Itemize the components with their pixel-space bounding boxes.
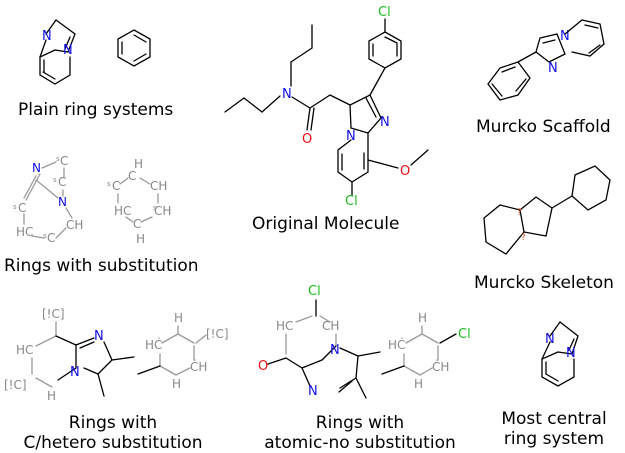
svg-text:s: s — [153, 204, 157, 212]
svg-text:CH: CH — [66, 218, 83, 232]
svg-text:O: O — [258, 359, 268, 374]
atomic-no-benzene: H Cl HĊ ĊH H — [381, 311, 471, 391]
svg-text:N: N — [63, 43, 73, 58]
svg-text:N: N — [330, 343, 340, 358]
caption-most-central-line2: ring system — [503, 429, 605, 449]
caption-rings-atomic-no: Rings with atomic-no substitution — [244, 413, 476, 453]
svg-text:H: H — [414, 377, 423, 391]
svg-text:N: N — [42, 29, 52, 44]
svg-text:Cl: Cl — [378, 5, 391, 20]
svg-text:H: H — [136, 232, 145, 246]
svg-text:ĊH: ĊH — [190, 358, 207, 374]
caption-murcko-skeleton: Murcko Skeleton — [474, 273, 614, 293]
caption-most-central: Most central ring system — [494, 409, 614, 449]
svg-text:C: C — [58, 175, 66, 189]
svg-text:C: C — [18, 201, 26, 215]
svg-text:s: s — [13, 203, 17, 211]
svg-text:s: s — [43, 232, 47, 240]
caption-rings-c-hetero: Rings with C/hetero substitution — [6, 413, 220, 453]
caption-rings-atomic-no-line2: atomic-no substitution — [264, 433, 456, 453]
svg-text:CH: CH — [322, 319, 339, 333]
caption-rings-with-substitution: Rings with substitution — [4, 256, 199, 276]
svg-text:H: H — [174, 311, 183, 325]
svg-text:N: N — [282, 87, 292, 102]
murcko-skeleton-structure: ? ? — [483, 165, 611, 255]
svg-text:HC: HC — [16, 343, 33, 357]
svg-text:C: C — [47, 231, 55, 245]
svg-text:HĊ: HĊ — [145, 336, 162, 352]
svg-text:HC: HC — [276, 319, 293, 333]
svg-text:Cl: Cl — [345, 194, 358, 209]
svg-text:Cl: Cl — [308, 284, 321, 299]
c-hetero-imidazopyridine: [!C] HC [!C] H N N — [4, 307, 135, 403]
caption-rings-c-hetero-line2: C/hetero substitution — [23, 433, 203, 453]
svg-text:H: H — [47, 389, 56, 403]
plain-benzene — [117, 29, 151, 67]
svg-text:HC: HC — [114, 204, 131, 218]
substituted-imidazopyridine: N s C s C N s C HC s C CH — [13, 154, 83, 245]
atomic-no-imidazopyridine: Cl HC CH O N N — [258, 284, 381, 399]
svg-text:N: N — [560, 29, 570, 44]
svg-text:s: s — [56, 155, 60, 163]
caption-original-molecule: Original Molecule — [252, 214, 400, 234]
caption-most-central-line1: Most central — [501, 409, 607, 429]
svg-text:N: N — [545, 332, 555, 347]
svg-text:H: H — [172, 377, 181, 391]
most-central-imidazopyridine: N N — [541, 321, 579, 387]
svg-text:N: N — [566, 346, 576, 361]
svg-text:N: N — [32, 161, 41, 175]
svg-text:N: N — [380, 115, 390, 130]
svg-text:N: N — [58, 195, 67, 209]
caption-murcko-scaffold: Murcko Scaffold — [476, 117, 611, 137]
substituted-benzene: H C s C CH HC s CH C H — [107, 157, 171, 246]
svg-text:s: s — [107, 180, 111, 188]
svg-text:[!C]: [!C] — [4, 378, 27, 392]
svg-text:HĊ: HĊ — [388, 336, 405, 352]
svg-text:HC: HC — [16, 225, 33, 239]
svg-text:N: N — [94, 329, 104, 344]
svg-text:C: C — [128, 169, 136, 183]
svg-text:ĊH: ĊH — [432, 358, 449, 374]
svg-text:C: C — [133, 217, 141, 231]
svg-text:CH: CH — [154, 204, 171, 218]
svg-text:N: N — [548, 61, 558, 76]
svg-text:[!C]: [!C] — [42, 307, 65, 321]
svg-text:N: N — [346, 129, 356, 144]
caption-rings-atomic-no-line1: Rings with — [315, 413, 405, 433]
svg-text:[!C]: [!C] — [206, 327, 229, 341]
svg-text:s: s — [53, 176, 57, 184]
plain-imidazopyridine: N N — [39, 19, 76, 85]
svg-text:C: C — [60, 154, 68, 168]
svg-text:Cl: Cl — [458, 327, 471, 342]
svg-text:H: H — [134, 157, 143, 171]
svg-text:CH: CH — [150, 179, 167, 193]
svg-text:O: O — [400, 164, 410, 179]
svg-text:N: N — [308, 384, 318, 399]
svg-text:?: ? — [517, 208, 522, 218]
murcko-scaffold-structure: N N — [487, 19, 605, 101]
svg-text:C: C — [112, 179, 120, 193]
svg-text:N: N — [70, 365, 80, 380]
svg-text:?: ? — [521, 233, 526, 243]
svg-text:O: O — [302, 132, 312, 147]
original-molecule-structure: Cl N N Cl O O N — [224, 5, 429, 209]
caption-plain-ring-systems: Plain ring systems — [18, 100, 174, 120]
caption-rings-c-hetero-line1: Rings with — [68, 413, 158, 433]
svg-text:H: H — [418, 311, 427, 325]
c-hetero-benzene: H [!C] HĊ ĊH H — [137, 311, 229, 391]
